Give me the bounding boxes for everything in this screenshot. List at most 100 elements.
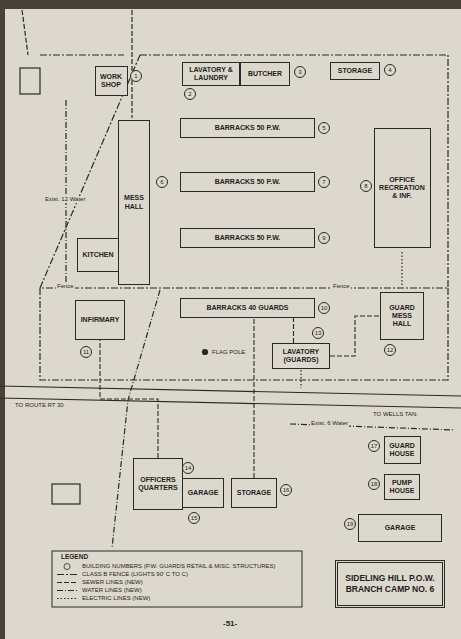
legend-box bbox=[52, 551, 302, 607]
map-note: Fence bbox=[332, 283, 351, 290]
building: LAVATORY (GUARDS) bbox=[272, 343, 330, 369]
legend-entry: SEWER LINES (NEW) bbox=[56, 578, 298, 586]
callout-number: 8 bbox=[360, 180, 372, 192]
building-name: MESS HALL bbox=[122, 194, 146, 210]
building-name: LAVATORY & LAUNDRY bbox=[186, 66, 236, 82]
building: GARAGE bbox=[182, 478, 224, 508]
utility-line bbox=[100, 340, 158, 458]
legend-text: CLASS B FENCE (LIGHTS 90' C TO C) bbox=[82, 571, 188, 578]
building-name: INFIRMARY bbox=[81, 316, 120, 324]
building-name: GARAGE bbox=[188, 489, 219, 497]
map-note: FLAG POLE bbox=[211, 349, 246, 356]
map-note: Fence bbox=[56, 283, 75, 290]
legend-text: BUILDING NUMBERS (P.W. GUARDS RETAIL & M… bbox=[82, 563, 276, 570]
building: BARRACKS 40 GUARDS bbox=[180, 298, 315, 318]
legend-swatch bbox=[56, 587, 78, 594]
building: GUARD MESS HALL bbox=[380, 292, 424, 340]
building: BARRACKS 50 P.W. bbox=[180, 118, 315, 138]
legend-entry: BUILDING NUMBERS (P.W. GUARDS RETAIL & M… bbox=[56, 562, 298, 570]
building: STORAGE bbox=[330, 62, 380, 80]
map-note: TO ROUTE RT 30 bbox=[14, 402, 65, 409]
page-number: -51- bbox=[222, 620, 238, 629]
callout-number: 11 bbox=[80, 346, 92, 358]
page-edge bbox=[0, 0, 461, 9]
utility-line bbox=[330, 316, 380, 356]
swatch-line bbox=[57, 581, 77, 582]
building-name: KITCHEN bbox=[82, 251, 113, 259]
page-edge bbox=[0, 0, 5, 639]
title-box: SIDELING HILL P.O.W. BRANCH CAMP NO. 6 bbox=[335, 560, 445, 608]
building-name: GUARD MESS HALL bbox=[384, 304, 420, 328]
building: WORK SHOP bbox=[95, 66, 128, 96]
swatch-line bbox=[57, 597, 77, 598]
map-note: Exist. 6 Water bbox=[310, 420, 349, 427]
building-name: PUMP HOUSE bbox=[388, 479, 416, 495]
small-building bbox=[20, 68, 40, 94]
callout-number: 4 bbox=[384, 64, 396, 76]
building: BARRACKS 50 P.W. bbox=[180, 228, 315, 248]
map-note: Exist. 12 Water bbox=[44, 196, 86, 203]
legend-text: SEWER LINES (NEW) bbox=[82, 579, 143, 586]
building-name: WORK SHOP bbox=[99, 73, 124, 89]
callout-number: 7 bbox=[318, 176, 330, 188]
road-edge bbox=[0, 398, 461, 408]
callout-number: 10 bbox=[318, 302, 330, 314]
map-note: TO WELLS TAN. bbox=[372, 411, 419, 418]
building-name: SIDELING HILL P.O.W. BRANCH CAMP NO. 6 bbox=[341, 573, 439, 594]
callout-number: 3 bbox=[294, 66, 306, 78]
legend-swatch bbox=[56, 563, 78, 570]
small-building bbox=[52, 484, 80, 504]
callout-number: 19 bbox=[344, 518, 356, 530]
building-name: OFFICERS QUARTERS bbox=[137, 476, 179, 492]
building: BARRACKS 50 P.W. bbox=[180, 172, 315, 192]
legend-entry: CLASS B FENCE (LIGHTS 90' C TO C) bbox=[56, 570, 298, 578]
legend-swatch bbox=[56, 571, 78, 578]
legend: BUILDING NUMBERS (P.W. GUARDS RETAIL & M… bbox=[56, 562, 298, 602]
callout-number: 9 bbox=[318, 232, 330, 244]
swatch-line bbox=[57, 589, 77, 590]
building: PUMP HOUSE bbox=[384, 474, 420, 500]
sewer-line bbox=[131, 10, 132, 118]
building-name: LAVATORY (GUARDS) bbox=[276, 348, 326, 364]
legend-heading: LEGEND bbox=[60, 553, 89, 560]
legend-swatch bbox=[56, 595, 78, 602]
legend-entry: WATER LINES (NEW) bbox=[56, 586, 298, 594]
road-edge bbox=[0, 386, 461, 396]
legend-swatch bbox=[56, 579, 78, 586]
building-name: BARRACKS 50 P.W. bbox=[215, 234, 281, 242]
legend-text: WATER LINES (NEW) bbox=[82, 587, 142, 594]
building-name: GARAGE bbox=[385, 524, 416, 532]
building: LAVATORY & LAUNDRY bbox=[182, 62, 240, 86]
callout-number: 13 bbox=[312, 327, 324, 339]
callout-number: 17 bbox=[368, 440, 380, 452]
callout-number: 2 bbox=[184, 88, 196, 100]
compound-fence bbox=[40, 55, 448, 288]
building-name: GUARD HOUSE bbox=[388, 442, 417, 458]
guard-area-fence bbox=[40, 288, 448, 380]
building: OFFICERS QUARTERS bbox=[133, 458, 183, 510]
building-name: BARRACKS 40 GUARDS bbox=[206, 304, 288, 312]
legend-text: ELECTRIC LINES (NEW) bbox=[82, 595, 150, 602]
building: INFIRMARY bbox=[75, 300, 125, 340]
utility-line bbox=[253, 318, 254, 478]
building-name: STORAGE bbox=[237, 489, 272, 497]
electric-line bbox=[300, 370, 301, 388]
building-name: STORAGE bbox=[338, 67, 373, 75]
callout-number: 5 bbox=[318, 122, 330, 134]
building: KITCHEN bbox=[77, 238, 119, 272]
callout-number: 6 bbox=[156, 176, 168, 188]
building: STORAGE bbox=[231, 478, 277, 508]
callout-number: 16 bbox=[280, 484, 292, 496]
callout-number: 18 bbox=[368, 478, 380, 490]
callout-number: 15 bbox=[188, 512, 200, 524]
building: GUARD HOUSE bbox=[384, 436, 421, 464]
building-name: BARRACKS 50 P.W. bbox=[215, 124, 281, 132]
swatch-circle bbox=[64, 563, 70, 569]
building-name: BARRACKS 50 P.W. bbox=[215, 178, 281, 186]
callout-number: 12 bbox=[384, 344, 396, 356]
callout-number: 14 bbox=[182, 462, 194, 474]
legend-entry: ELECTRIC LINES (NEW) bbox=[56, 594, 298, 602]
sewer-line bbox=[22, 10, 28, 55]
building: BUTCHER bbox=[240, 62, 290, 86]
